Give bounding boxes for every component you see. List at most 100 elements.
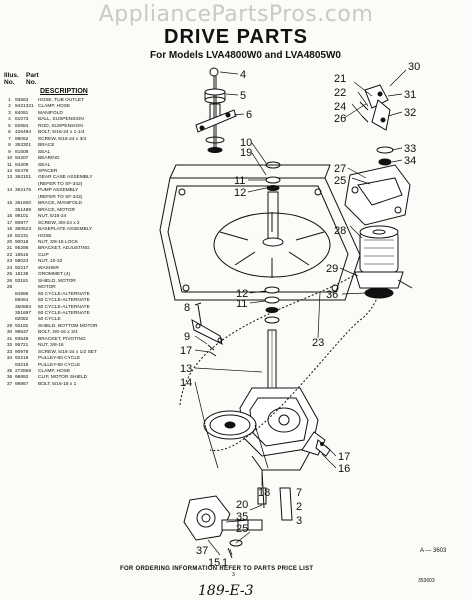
part-description: SEAL	[38, 149, 51, 155]
part-number: 18515	[15, 252, 29, 258]
part-number: 18138	[15, 272, 29, 278]
illus-number: 30	[6, 330, 13, 336]
part-description: CLIP, MOTOR SHIELD	[38, 375, 88, 381]
part-description: BOLT, 5/16-24 x 1-1/4	[38, 130, 85, 136]
gear-case	[203, 329, 319, 471]
callout-16: 16	[338, 463, 350, 475]
part-description: SPACER	[38, 168, 58, 174]
part-number: 98062	[15, 136, 29, 142]
parts-row: (REFER TO SF-342)	[4, 195, 154, 201]
part-description: NUT, 3/8-16	[38, 343, 64, 349]
illus-number: 22	[6, 252, 13, 258]
part-description: (REFER TO SF-342)	[38, 181, 83, 187]
part-number: 9421321	[15, 104, 34, 110]
callout-20: 20	[236, 499, 248, 511]
part-number: 82584	[15, 123, 29, 129]
illus-number: 31	[6, 336, 13, 342]
illus-number: 13	[6, 175, 13, 181]
callout-34: 34	[404, 155, 416, 167]
part-description: CLIP	[38, 252, 49, 258]
parts-row: 82082 50 CYCLE	[4, 317, 154, 323]
part-number: 98867	[15, 381, 29, 387]
part-number: 81073	[15, 117, 29, 123]
part-description: 50 CYCLE	[38, 317, 61, 323]
part-description: SHIELD, BOTTOM MOTOR	[38, 323, 98, 329]
parts-row: 4 81073 BALL, SUSPENSION	[4, 117, 154, 123]
part-number: 93182	[15, 323, 29, 329]
illus-number: 32	[6, 343, 13, 349]
illus-number: 33	[6, 349, 13, 355]
part-number: 92217	[15, 265, 29, 271]
part-label: Part	[26, 72, 39, 79]
illus-number: 8	[8, 143, 11, 149]
part-description: PUMP ASSEMBLY	[38, 188, 79, 194]
part-description: BOLT, 5/16-18 x 1	[38, 381, 77, 387]
callout-25b: 25	[236, 523, 248, 535]
leader-lines	[194, 69, 407, 556]
part-description: WASHER	[38, 265, 59, 271]
part-description: NUT, 3/8-16 LOCK	[38, 239, 78, 245]
part-number: 84986	[15, 291, 29, 297]
part-description: BALL, SUSPENSION	[38, 117, 84, 123]
callout-14: 14	[180, 377, 192, 389]
callout-37: 37	[196, 545, 208, 557]
callout-8: 8	[184, 302, 190, 314]
callout-36: 36	[326, 289, 338, 301]
right-brace	[301, 431, 331, 457]
part-header: Part No.	[26, 72, 39, 86]
part-number: 82082	[15, 317, 29, 323]
illus-number: 9	[8, 149, 11, 155]
illus-number: 5	[8, 123, 11, 129]
suspension-rod	[195, 67, 237, 153]
part-description: 60 CYCLE-ALTERNATE	[38, 291, 90, 297]
part-number: 351697	[15, 310, 32, 316]
description-header: DESCRIPTION	[40, 88, 88, 95]
callout-25: 25	[334, 175, 346, 187]
callout-22: 22	[334, 87, 346, 99]
part-number: 94209	[15, 162, 29, 168]
callout-2: 2	[296, 501, 302, 513]
parts-row: 351697 60 CYCLE-ALTERNATE	[4, 311, 154, 317]
callout-10: 10	[240, 137, 252, 149]
part-number: 84091	[15, 110, 29, 116]
illus-number: 23	[6, 259, 13, 265]
part-number: 90978	[15, 349, 29, 355]
watermark: AppliancePartsPros.com	[98, 2, 374, 27]
illus-number: 14	[6, 188, 13, 194]
part-description: BRACE	[38, 143, 55, 149]
part-description: CLAMP, HOSE	[38, 369, 71, 375]
callout-17b: 17	[338, 451, 350, 463]
part-number: 99537	[15, 330, 29, 336]
callout-23: 23	[312, 337, 324, 349]
part-description: ROD, SUSPENSION	[38, 123, 83, 129]
part-description: SHIELD, MOTOR	[38, 278, 76, 284]
part-number: 98023	[15, 259, 29, 265]
part-number: 362176	[15, 188, 32, 194]
part-description: GROMMET (4)	[38, 272, 71, 278]
handwritten-note: 189-E-3	[198, 583, 254, 599]
illus-number: 4	[8, 117, 11, 123]
part-number: 93218	[15, 362, 29, 368]
part-description: 60 CYCLE-ALTERNATE	[38, 310, 90, 316]
part-description: MANIFOLD	[38, 110, 63, 116]
callout-30: 30	[408, 61, 420, 73]
parts-row: (REFER TO SF-342)	[4, 182, 154, 188]
callout-35: 35	[236, 511, 248, 523]
callout-31: 31	[404, 89, 416, 101]
part-number: 92479	[15, 168, 29, 174]
